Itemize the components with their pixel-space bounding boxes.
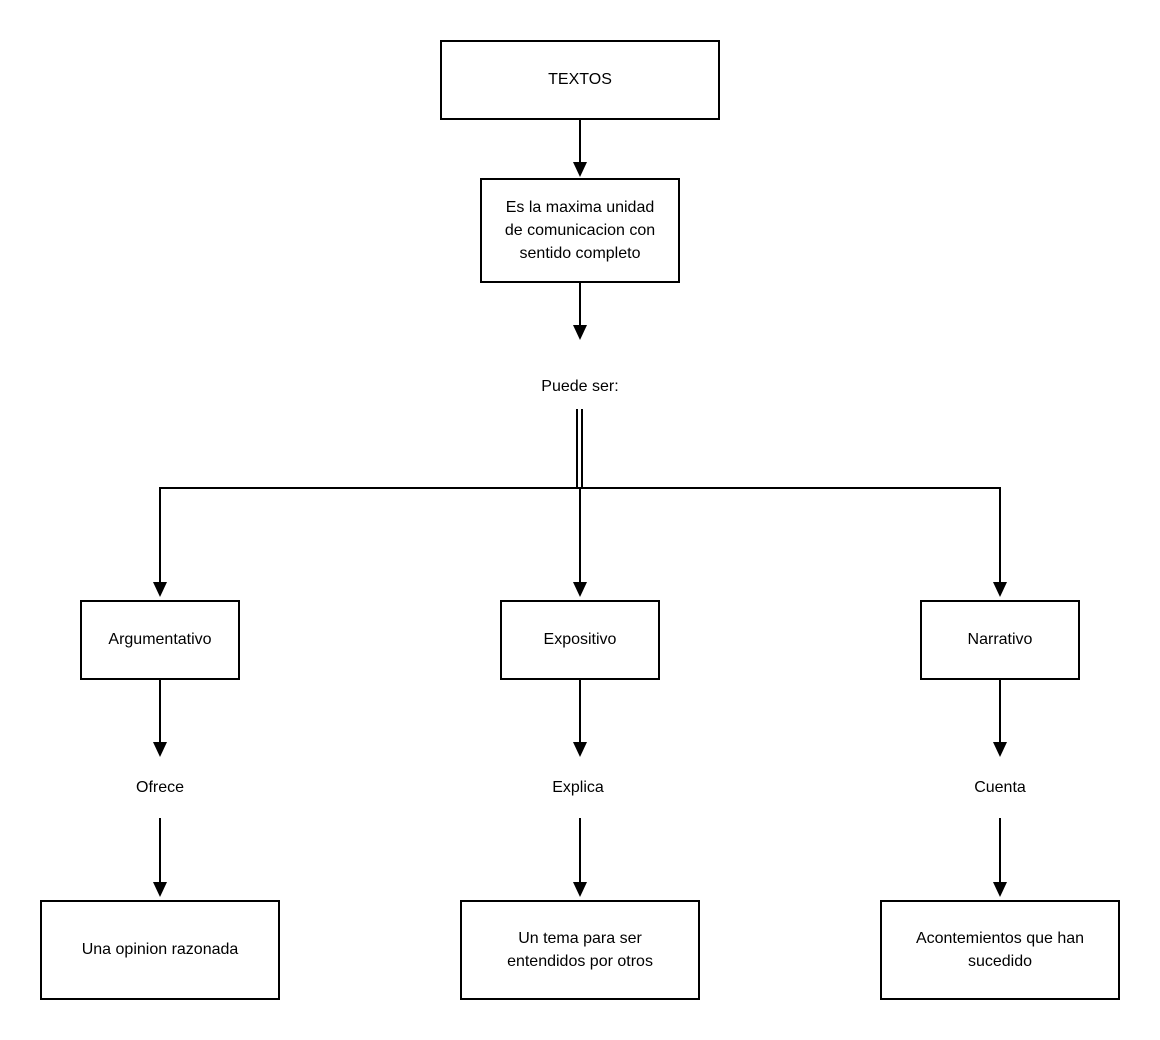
node-un-tema: Un tema para ser entendidos por otros — [460, 900, 700, 1000]
label-puede-ser: Puede ser: — [541, 378, 619, 395]
arrow-ofrece-opinion — [153, 818, 167, 897]
arrow-explica-tema — [573, 818, 587, 897]
node-una-opinion-razonada: Una opinion razonada — [40, 900, 280, 1000]
arrow-branch-expositivo — [573, 488, 587, 597]
arrow-branch-argumentativo — [153, 488, 167, 597]
arrow-expositivo-explica — [573, 680, 587, 757]
node-expositivo: Expositivo — [500, 600, 660, 680]
arrow-textos-definition — [573, 120, 587, 177]
arrow-argumentativo-ofrece — [153, 680, 167, 757]
node-textos: TEXTOS — [440, 40, 720, 120]
arrow-narrativo-cuenta — [993, 680, 1007, 757]
label-explica: Explica — [552, 779, 604, 796]
node-argumentativo: Argumentativo — [80, 600, 240, 680]
arrow-cuenta-acontemientos — [993, 818, 1007, 897]
arrow-branch-narrativo — [993, 488, 1007, 597]
arrow-definition-puede-ser — [573, 283, 587, 340]
node-narrativo: Narrativo — [920, 600, 1080, 680]
label-ofrece: Ofrece — [135, 779, 185, 796]
label-cuenta: Cuenta — [974, 779, 1026, 796]
node-definition: Es la maxima unidad de comunicacion con … — [480, 178, 680, 283]
connector-puede-ser-stem — [576, 409, 583, 489]
node-acontemientos: Acontemientos que han sucedido — [880, 900, 1120, 1000]
